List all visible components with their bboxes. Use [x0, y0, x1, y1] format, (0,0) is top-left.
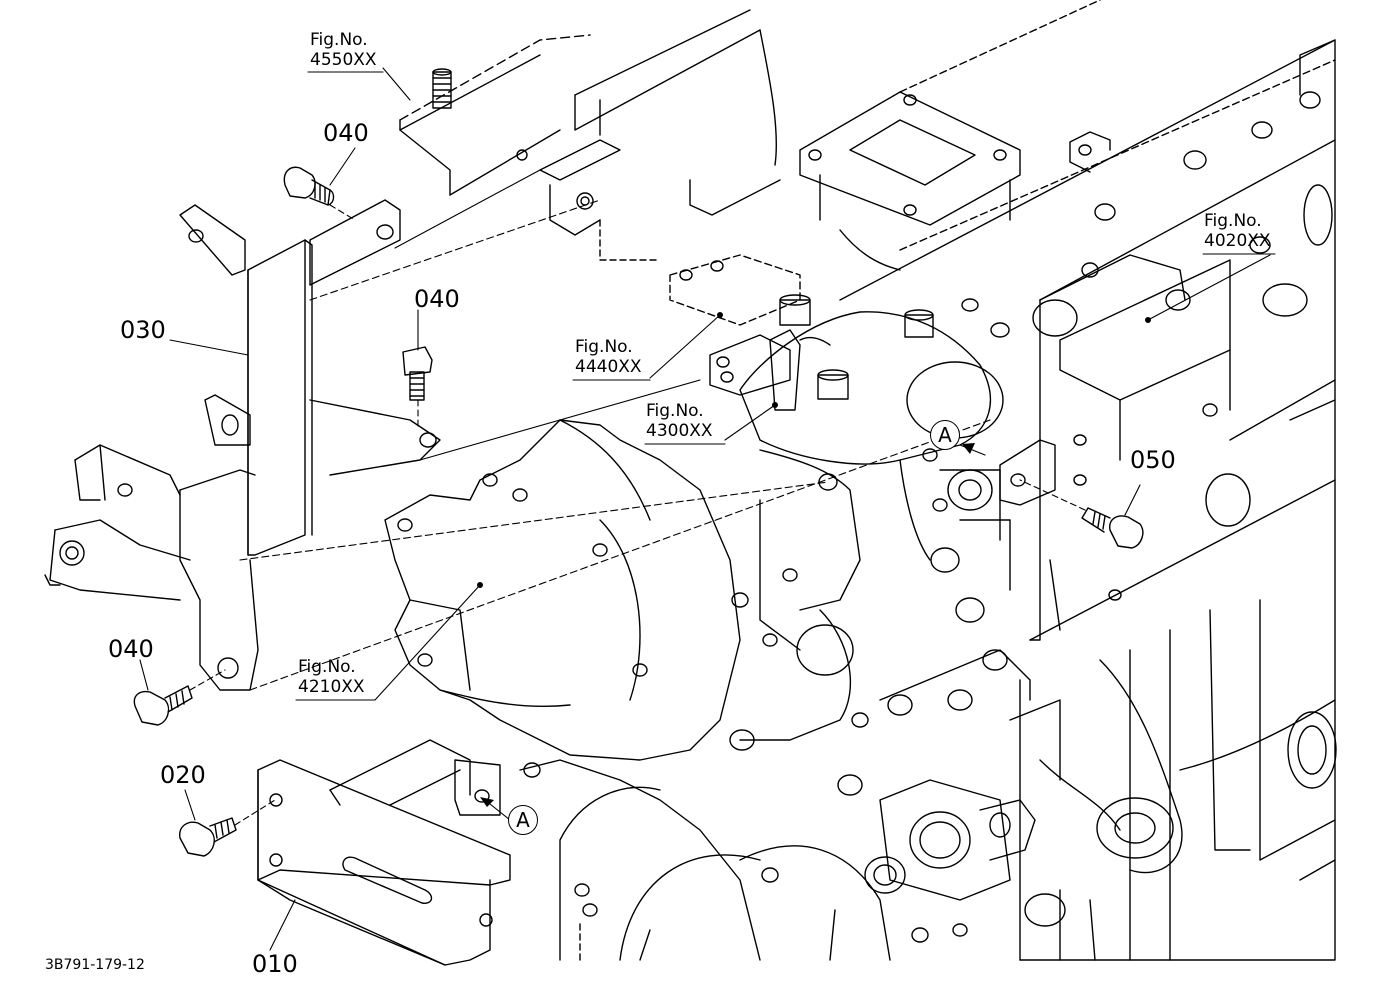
- fig-underlines: [295, 71, 1276, 701]
- fig-ref-4440[interactable]: Fig.No. 4440XX: [575, 337, 642, 378]
- fig-ref-4550-line1: Fig.No.: [310, 30, 368, 50]
- fig-ref-4300-line2: 4300XX: [646, 421, 713, 442]
- fig-ref-4550-line2: 4550XX: [310, 50, 377, 71]
- bolt-040-mid: [402, 346, 433, 401]
- part-label-040-mid[interactable]: 040: [414, 285, 460, 313]
- bolt-020: [179, 817, 237, 857]
- leader-markers: [477, 312, 1151, 807]
- drawing-code: 3B791-179-12: [45, 957, 145, 973]
- fig-ref-4210[interactable]: Fig.No. 4210XX: [298, 657, 365, 698]
- water-pump-4210: [384, 419, 1031, 796]
- intake-manifold: [399, 0, 1101, 271]
- fig-ref-4550[interactable]: Fig.No. 4550XX: [310, 30, 377, 71]
- connector-ref-a-upper[interactable]: A: [930, 420, 960, 450]
- fig-ref-4300[interactable]: Fig.No. 4300XX: [646, 401, 713, 442]
- bracket-010: [257, 739, 511, 966]
- part-label-040-bottom[interactable]: 040: [108, 635, 154, 663]
- leader-lines: [139, 67, 1271, 951]
- stud-bolt: [432, 68, 452, 109]
- bolt-040-bottom: [133, 685, 193, 726]
- connector-ref-a-lower[interactable]: A: [508, 805, 538, 835]
- part-label-050[interactable]: 050: [1130, 446, 1176, 474]
- part-label-040-top[interactable]: 040: [323, 119, 369, 147]
- fig-ref-4020-line1: Fig.No.: [1204, 211, 1262, 231]
- fig-ref-4440-line2: 4440XX: [575, 357, 642, 378]
- bolt-050: [1081, 507, 1144, 549]
- bracket-030: [44, 199, 441, 691]
- engine-block: [839, 39, 1337, 961]
- fig-ref-4300-line1: Fig.No.: [646, 401, 704, 421]
- fig-ref-4210-line2: 4210XX: [298, 677, 365, 698]
- fig-ref-4210-line1: Fig.No.: [298, 657, 356, 677]
- bolt-040-top: [283, 166, 335, 206]
- fig-ref-4020-line2: 4020XX: [1204, 231, 1271, 252]
- fig-ref-4440-line1: Fig.No.: [575, 337, 633, 357]
- part-label-010[interactable]: 010: [252, 950, 298, 978]
- fig-ref-4020[interactable]: Fig.No. 4020XX: [1204, 211, 1271, 252]
- part-label-020[interactable]: 020: [160, 761, 206, 789]
- part-label-030[interactable]: 030: [120, 316, 166, 344]
- connector-plate: [999, 439, 1056, 506]
- gear-case: [519, 759, 1036, 961]
